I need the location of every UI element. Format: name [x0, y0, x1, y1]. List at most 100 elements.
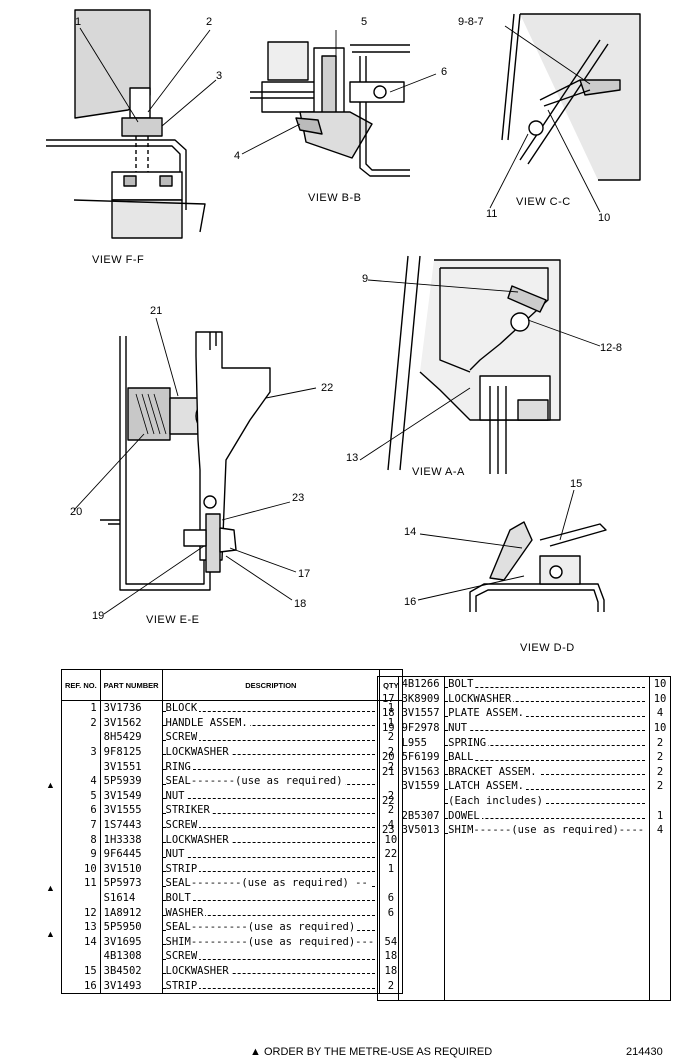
qty-cell: 2	[649, 749, 671, 765]
callout-2: 2	[206, 16, 213, 28]
callout-9-8-7: 9-8-7	[458, 16, 484, 28]
ref-no-cell	[62, 730, 101, 745]
view-aa-drawing	[359, 255, 601, 474]
description-cell: PLATE ASSEM.	[444, 706, 650, 721]
description-cell: BOLT	[444, 676, 650, 692]
description-text: LATCH ASSEM.	[448, 780, 526, 793]
part-number-cell: 5P5939	[99, 773, 163, 789]
part-number-cell	[397, 793, 445, 809]
description-cell: STRIP	[161, 978, 380, 994]
description-cell: RING	[161, 759, 380, 774]
part-number-cell: 3V1559	[397, 779, 445, 794]
description-text: STRIP	[165, 862, 200, 875]
view-bb-label: VIEW B-B	[308, 192, 362, 204]
part-number-cell: 5P5973	[99, 876, 163, 891]
ref-no-cell: 7	[90, 819, 97, 832]
part-number-cell: 3V1493	[99, 978, 163, 994]
view-dd-label: VIEW D-D	[520, 642, 575, 654]
qty-cell: 10	[649, 720, 671, 736]
description-cell: SCREW	[161, 949, 380, 964]
callout-4: 4	[234, 150, 241, 162]
ref-no-cell: 22	[381, 795, 395, 808]
qty-cell: 2	[649, 735, 671, 750]
ref-no-cell	[378, 808, 399, 823]
ref-no-cell: 2	[90, 716, 97, 729]
ref-no-cell: 13	[84, 921, 97, 934]
metre-marker: ▲	[46, 883, 55, 893]
description-cell: (Each includes)	[444, 793, 650, 809]
ref-no-cell: 15	[84, 964, 97, 977]
description-cell: LOCKWASHER	[161, 832, 380, 847]
view-ff-drawing	[46, 9, 217, 240]
description-text: BOLT	[165, 892, 193, 905]
view-ee-drawing	[73, 317, 317, 615]
callout-18: 18	[294, 598, 307, 610]
callout-14: 14	[404, 526, 417, 538]
ref-no-cell	[62, 759, 101, 774]
callout-21: 21	[150, 305, 163, 317]
callout-23: 23	[292, 492, 305, 504]
part-number-cell: 1S7443	[99, 817, 163, 833]
part-number-cell: 4B1266	[397, 676, 445, 692]
description-cell: SPRING	[444, 735, 650, 750]
part-number-cell: 3B4502	[99, 963, 163, 979]
description-text: RING	[165, 760, 193, 773]
description-text: LOCKWASHER	[165, 964, 231, 977]
table-filler-row	[378, 837, 671, 1001]
metre-marker: ▲	[46, 780, 55, 790]
qty-cell: 54	[379, 934, 403, 950]
callout-22: 22	[321, 382, 334, 394]
part-number-cell: 3K8909	[397, 691, 445, 707]
ref-no-cell	[378, 779, 399, 794]
table-header-row: REF. NO. PART NUMBER DESCRIPTION QTY	[61, 669, 403, 701]
description-text: LOCKWASHER	[448, 692, 514, 705]
view-dd-drawing	[417, 489, 607, 612]
parts-illustration	[46, 9, 641, 615]
part-number-cell: 2B5307	[397, 808, 445, 823]
ref-no-cell: 23	[381, 824, 395, 837]
description-text: DOWEL	[448, 809, 482, 822]
description-text: SHIM---------(use as required)---	[165, 935, 377, 948]
callout-11: 11	[486, 208, 498, 220]
description-text: BLOCK	[165, 702, 200, 715]
ref-no-cell: 11	[84, 877, 97, 890]
description-text: LOCKWASHER	[165, 833, 231, 846]
qty-cell: 4	[649, 706, 671, 721]
description-cell: STRIKER	[161, 803, 380, 818]
description-text: (Each includes)	[448, 795, 545, 808]
qty-cell: 4	[379, 817, 403, 833]
description-cell: BRACKET ASSEM.	[444, 764, 650, 780]
description-cell: SEAL--------(use as required) --	[161, 876, 380, 891]
part-number-cell: 3V1555	[99, 803, 163, 818]
callout-15: 15	[570, 478, 583, 490]
part-number-cell: 3V1551	[99, 759, 163, 774]
description-cell: SHIM---------(use as required)---	[161, 934, 380, 950]
ref-no-cell	[62, 891, 101, 906]
qty-cell: 18	[379, 949, 403, 964]
callout-20: 20	[70, 506, 83, 518]
view-bb-drawing	[241, 30, 437, 177]
ref-no-cell: 6	[90, 804, 97, 817]
qty-cell: 2	[379, 759, 403, 774]
callout-16: 16	[404, 596, 417, 608]
description-cell: LOCKWASHER	[161, 963, 380, 979]
description-cell: STRIP	[161, 861, 380, 877]
description-text: SCREW	[165, 950, 200, 963]
